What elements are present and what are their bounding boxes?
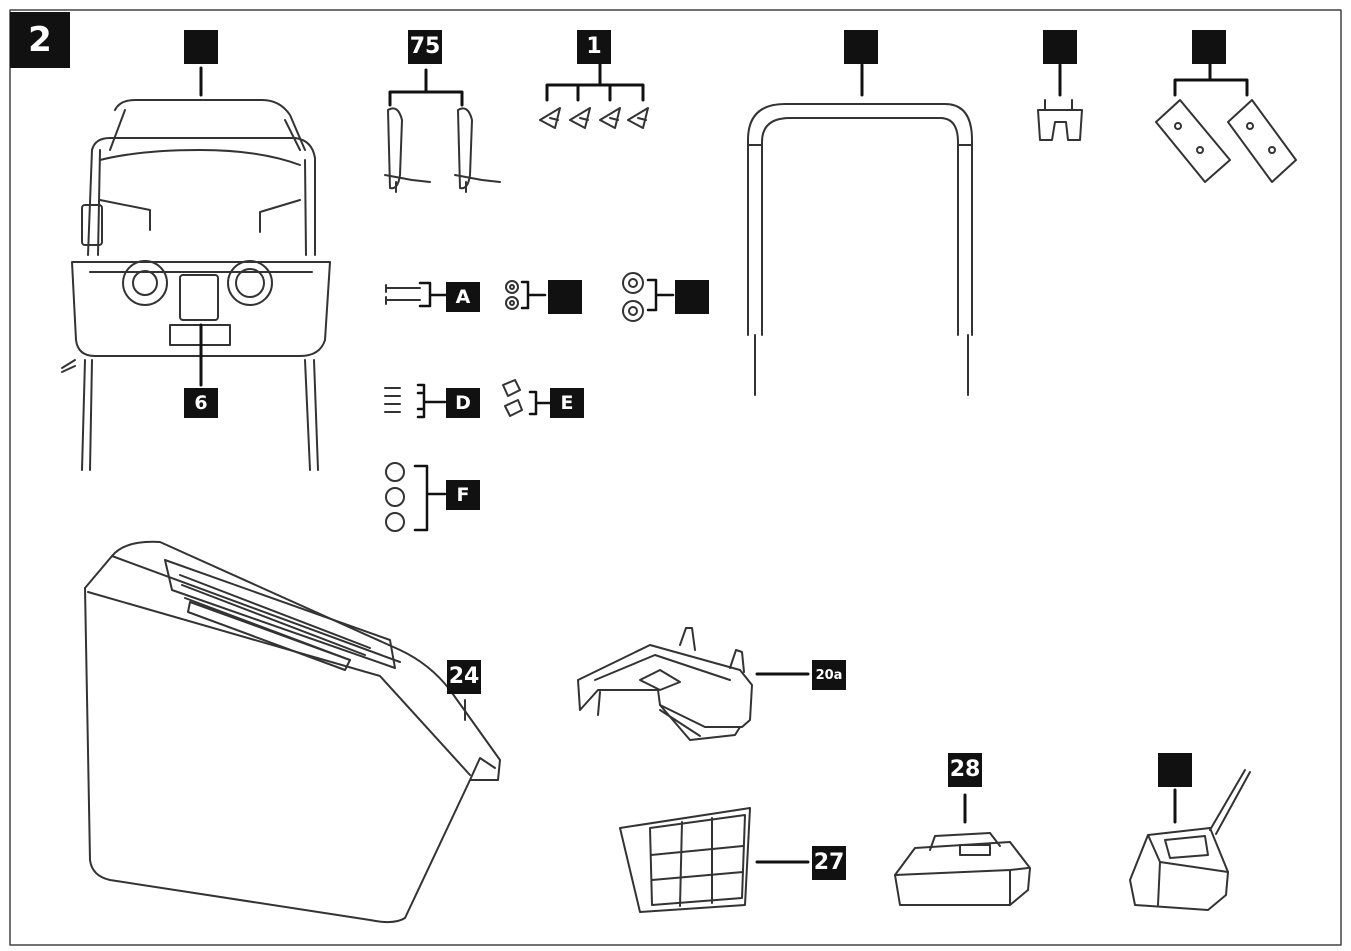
knob-set-drawing bbox=[539, 60, 649, 129]
label-item-24: 24 bbox=[447, 660, 481, 694]
deflector-20a-drawing bbox=[577, 627, 810, 741]
label-item-27: 27 bbox=[812, 846, 846, 880]
lever-pair-drawing bbox=[384, 68, 501, 193]
label-item-6: 6 bbox=[184, 388, 218, 418]
grass-bag-drawing bbox=[84, 540, 501, 924]
charger-drawing bbox=[1129, 769, 1251, 911]
hardware-A-drawing bbox=[385, 281, 448, 308]
hardware-D-drawing bbox=[384, 383, 447, 419]
label-part-E: E bbox=[550, 388, 584, 418]
label-brackets bbox=[1192, 30, 1226, 64]
hardware-E-drawing bbox=[502, 379, 552, 417]
label-part-B bbox=[548, 280, 582, 314]
figure-border bbox=[9, 9, 1342, 946]
figure-number: 2 bbox=[10, 12, 70, 68]
hardware-F-drawing bbox=[385, 462, 447, 532]
upper-handle-bar-drawing bbox=[747, 63, 973, 396]
mulch-insert-27-drawing bbox=[619, 807, 810, 913]
label-upper-bar bbox=[844, 30, 878, 64]
label-charger bbox=[1158, 753, 1192, 787]
label-part-A: A bbox=[446, 282, 480, 312]
label-part-C bbox=[675, 280, 709, 314]
hardware-C-drawing bbox=[622, 272, 675, 322]
label-part-D: D bbox=[446, 388, 480, 418]
lower-handle-drawing bbox=[61, 66, 331, 471]
clip-drawing bbox=[1037, 63, 1083, 141]
battery-28-drawing bbox=[894, 793, 1031, 906]
hardware-B-drawing bbox=[505, 280, 547, 310]
label-item-20a: 20a bbox=[812, 660, 846, 690]
label-part-F: F bbox=[446, 480, 480, 510]
label-item-28: 28 bbox=[948, 753, 982, 787]
label-lower-handle bbox=[184, 30, 218, 64]
label-lever-75: 75 bbox=[408, 30, 442, 64]
label-clip bbox=[1043, 30, 1077, 64]
label-knobs-1: 1 bbox=[577, 30, 611, 64]
bracket-pair-drawing bbox=[1155, 60, 1297, 183]
